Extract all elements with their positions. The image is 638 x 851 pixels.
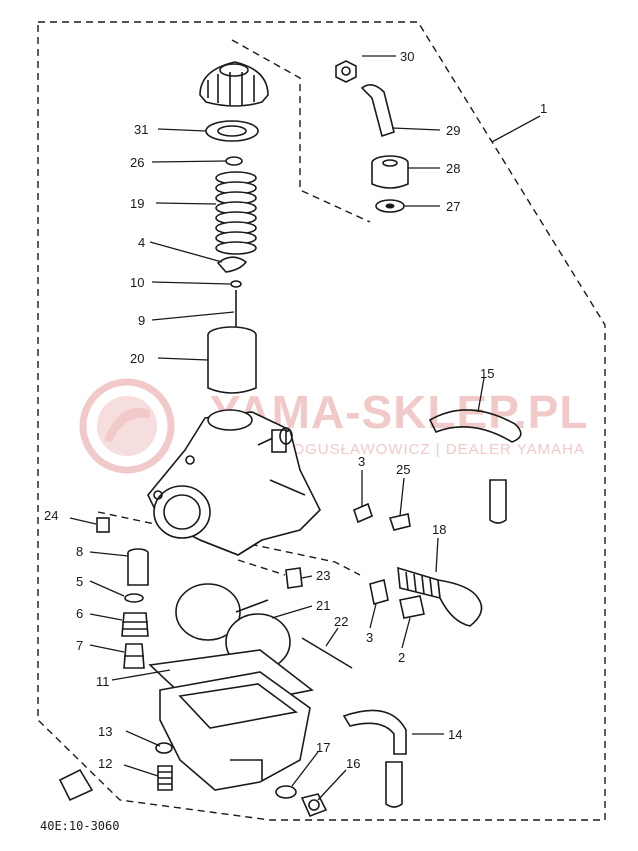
pilot-jet xyxy=(285,567,303,589)
callout-1-assembly: 1 xyxy=(540,101,547,116)
mixing-chamber-cap xyxy=(199,61,269,107)
diagram-reference-code: 40E:10-3060 xyxy=(40,819,119,833)
callout-18: 18 xyxy=(432,522,446,537)
float-pin-dash-guide xyxy=(237,559,286,576)
watermark-subtitle: WOJCIK BOGUSŁAWOWICZ | DEALER YAMAHA xyxy=(212,441,585,458)
callout-5: 5 xyxy=(76,574,83,589)
idle-adjust-screw xyxy=(399,595,425,619)
leader-lines xyxy=(69,55,541,801)
callout-3-lower: 3 xyxy=(366,630,373,645)
callout-14: 14 xyxy=(448,727,462,742)
float-pin xyxy=(301,637,353,669)
callout-29: 29 xyxy=(446,123,460,138)
throttle-valve xyxy=(207,326,257,394)
callout-19: 19 xyxy=(130,196,144,211)
rubber-cap xyxy=(371,155,409,189)
callout-13: 13 xyxy=(98,724,112,739)
drain-hose xyxy=(342,709,407,808)
o-ring xyxy=(124,593,144,603)
callout-24: 24 xyxy=(44,508,58,523)
callout-12: 12 xyxy=(98,756,112,771)
callout-labels: 30 29 28 27 1 31 26 19 4 10 9 20 15 3 25… xyxy=(44,49,547,771)
needle-retainer-plate xyxy=(216,256,248,273)
pilot-air-screw xyxy=(353,502,373,524)
spring-seat-clip xyxy=(225,156,243,166)
callout-30: 30 xyxy=(400,49,414,64)
callout-4: 4 xyxy=(138,235,145,250)
callout-28: 28 xyxy=(446,161,460,176)
callout-2: 2 xyxy=(398,650,405,665)
callout-23: 23 xyxy=(316,568,330,583)
callout-20: 20 xyxy=(130,351,144,366)
main-air-jet xyxy=(96,517,110,533)
callout-9: 9 xyxy=(138,313,145,328)
pilot-screw-lower xyxy=(369,578,389,606)
callout-3-upper: 3 xyxy=(358,454,365,469)
assembly-boundary xyxy=(37,21,606,821)
vent-hose xyxy=(360,84,395,138)
drain-screw xyxy=(157,765,173,791)
cap-group-boundary xyxy=(231,39,371,223)
drain-plug xyxy=(300,793,328,818)
main-jet-holder xyxy=(121,612,149,637)
callout-26: 26 xyxy=(130,155,144,170)
main-jet xyxy=(123,643,145,669)
callout-11: 11 xyxy=(96,674,110,689)
dealer-watermark: YAMA-SKLEP.PL WOJCIK BOGUSŁAWOWICZ | DEA… xyxy=(79,378,588,474)
callout-16: 16 xyxy=(346,756,360,771)
float-chamber xyxy=(159,671,311,791)
starter-plunger xyxy=(397,566,483,627)
callout-6: 6 xyxy=(76,606,83,621)
cap-gasket xyxy=(205,120,259,142)
callout-10: 10 xyxy=(130,275,144,290)
callout-31: 31 xyxy=(134,122,148,137)
needle-jet xyxy=(127,548,149,586)
washer xyxy=(375,199,405,213)
callout-8: 8 xyxy=(76,544,83,559)
needle-dash-guide xyxy=(97,511,361,576)
callout-15: 15 xyxy=(480,366,494,381)
drain-screw-washer xyxy=(155,742,173,754)
overflow-hose xyxy=(428,409,522,524)
hose-cap-nut xyxy=(335,60,357,83)
watermark-logo-icon xyxy=(79,378,175,474)
callout-21: 21 xyxy=(316,598,330,613)
direction-marker-icon xyxy=(58,768,94,802)
carburetor-body xyxy=(147,409,321,556)
callout-27: 27 xyxy=(446,199,460,214)
needle-clip xyxy=(230,280,242,288)
callout-22: 22 xyxy=(334,614,348,629)
throttle-stop-screw xyxy=(388,513,411,531)
callout-25: 25 xyxy=(396,462,410,477)
throttle-valve-spring xyxy=(215,171,257,255)
plug-gasket xyxy=(275,785,297,799)
callout-17: 17 xyxy=(316,740,330,755)
callout-7: 7 xyxy=(76,638,83,653)
